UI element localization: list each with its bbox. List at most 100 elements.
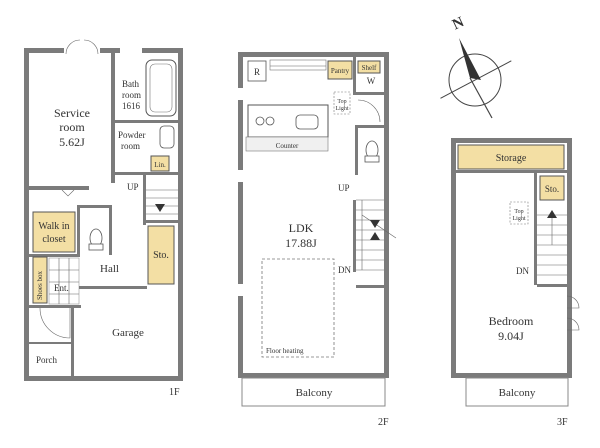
wall: [353, 200, 356, 272]
compass: N: [440, 14, 512, 119]
wall: [534, 173, 537, 205]
wall: [24, 48, 183, 53]
wall: [24, 376, 183, 381]
door-swing: [566, 317, 580, 331]
service-room-size: 5.62J: [59, 135, 85, 149]
pantry: [327, 60, 353, 80]
wall: [238, 52, 243, 378]
bedroom-name: Bedroom: [489, 314, 534, 328]
counter-label: Counter: [276, 142, 299, 150]
entrance-door: [39, 307, 71, 339]
balcony-label-2f: Balcony: [296, 387, 333, 399]
shoes-box-label: Shoes box: [36, 271, 44, 300]
ldk-name: LDK: [289, 221, 314, 235]
porch-label: Porch: [36, 355, 57, 365]
balcony-2f: [241, 377, 386, 407]
service-room-name-line2: room: [59, 120, 85, 134]
floor-2f: R Pantry Shelf W Top Light Counter UP: [237, 52, 397, 428]
balcony-label-3f: Balcony: [499, 387, 536, 399]
wall: [238, 52, 389, 57]
wall: [146, 220, 178, 223]
floor-label-1f: 1F: [169, 387, 180, 398]
wall: [115, 120, 178, 123]
wall: [537, 284, 567, 287]
wall: [451, 138, 456, 378]
bedroom-size: 9.04J: [498, 329, 524, 343]
storage-3f: [457, 144, 565, 170]
entrance-label: Ent.: [54, 283, 69, 293]
sto-label-3f: Sto.: [545, 184, 559, 194]
north-arrow-icon: [459, 38, 481, 80]
garage-label: Garage: [112, 327, 144, 339]
storage-1f: [147, 225, 175, 285]
washer-label: W: [367, 76, 376, 86]
hall-label: Hall: [100, 263, 119, 275]
wall: [451, 138, 572, 143]
shelf-label: Shelf: [362, 64, 377, 72]
wall: [356, 285, 384, 288]
wall: [178, 48, 183, 378]
door-swing: [357, 99, 381, 123]
floor-heating-label: Floor heating: [266, 347, 304, 355]
service-room-name-line1: Service: [54, 106, 90, 120]
stairs-dn-label-3f: DN: [516, 266, 529, 276]
bathroom-line1: Bath: [122, 79, 139, 89]
ldk-size: 17.88J: [285, 236, 317, 250]
wall: [29, 342, 73, 344]
powder-room-line1: Powder: [118, 130, 146, 140]
wall: [355, 125, 384, 128]
walk-in-closet: [32, 211, 76, 253]
stair-arrow: [155, 204, 165, 212]
bathroom-line3: 1616: [122, 101, 141, 111]
wall: [356, 92, 384, 95]
wall: [80, 205, 112, 208]
refrigerator: [247, 60, 267, 82]
north-letter: N: [450, 14, 467, 33]
wall: [143, 175, 146, 225]
shoes-box: [32, 256, 48, 304]
wall: [353, 57, 356, 95]
storage-label-3f: Storage: [496, 153, 527, 164]
wall: [71, 305, 74, 376]
wall: [77, 205, 80, 257]
wall: [534, 205, 537, 285]
top-light-3f: [509, 201, 529, 225]
top-light-line1: Top: [337, 99, 346, 105]
stairs-dn-label-2f: DN: [338, 265, 351, 275]
top-light-3f-line1: Top: [514, 209, 523, 215]
top-light-line2: Light: [336, 106, 349, 112]
sto-3f: [539, 175, 565, 201]
wall: [29, 186, 89, 190]
door-arrow: [61, 189, 75, 197]
powder-room-line2: room: [121, 141, 140, 151]
sink: [159, 125, 175, 149]
wall: [384, 52, 389, 378]
compass-circle: [448, 53, 502, 107]
shelf: [357, 60, 381, 74]
bathtub: [145, 59, 177, 117]
floor-label-2f: 2F: [378, 417, 389, 428]
floor-heating-area: [261, 258, 335, 358]
balcony-3f: [465, 377, 569, 407]
stairs-up-label-2f: UP: [338, 183, 350, 193]
floor-1f: Service room 5.62J Bath room 1616 Powder…: [24, 39, 183, 398]
wall: [456, 170, 567, 173]
refrigerator-label: R: [254, 67, 260, 77]
wall: [111, 53, 115, 183]
linen-label: Lin.: [154, 161, 166, 169]
door-swing: [566, 295, 580, 309]
pantry-label: Pantry: [331, 67, 350, 75]
wall: [115, 172, 178, 175]
wall: [451, 373, 572, 378]
linen-closet: [150, 155, 170, 172]
wall: [29, 305, 81, 308]
wall: [24, 48, 29, 381]
floor-label-3f: 3F: [557, 417, 568, 428]
wall: [109, 205, 112, 255]
bathroom-line2: room: [122, 90, 141, 100]
storage-label: Sto.: [153, 250, 169, 261]
wall: [79, 286, 147, 289]
wall: [238, 373, 389, 378]
entrance-tiles: [48, 257, 80, 305]
